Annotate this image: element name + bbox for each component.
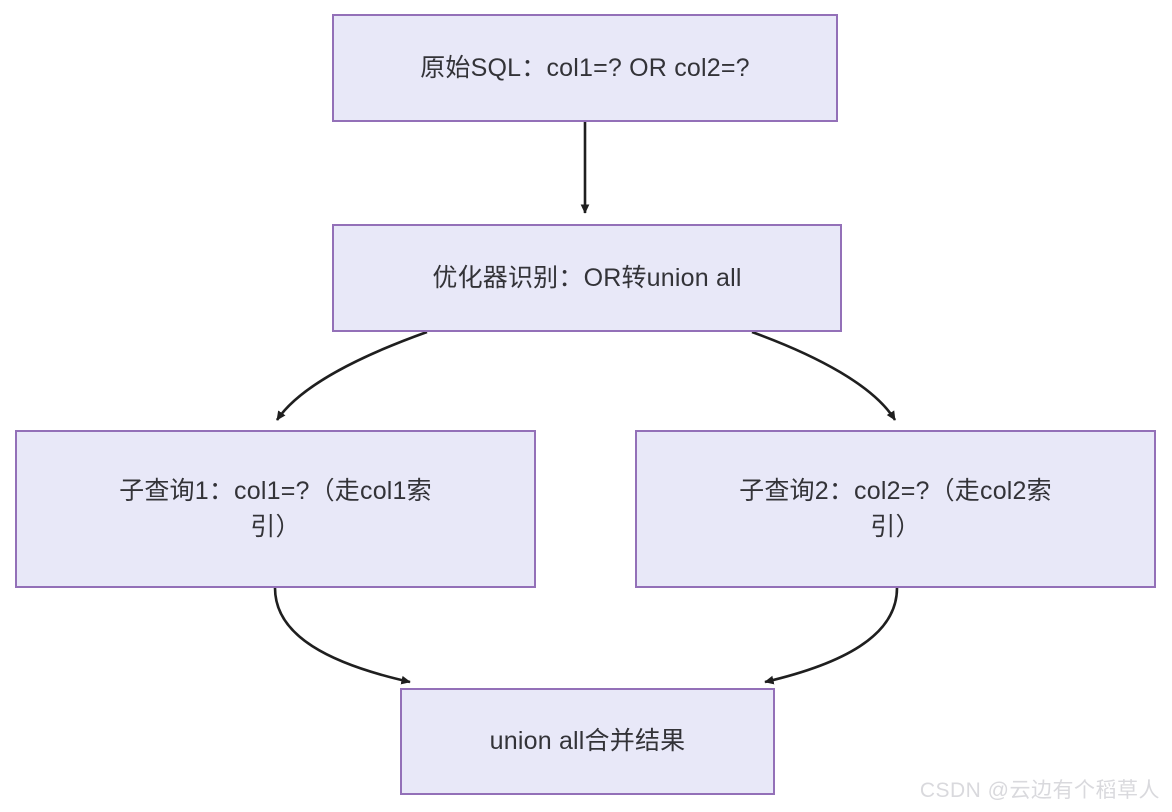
node-subquery-2[interactable]: 子查询2：col2=?（走col2索 引） <box>635 430 1156 588</box>
node-optimizer-label: 优化器识别：OR转union all <box>432 263 742 292</box>
node-subquery-2-label: 子查询2：col2=?（走col2索 引） <box>739 476 1052 541</box>
node-original-sql-label: 原始SQL：col1=? OR col2=? <box>420 53 750 82</box>
csdn-watermark: CSDN @云边有个稻草人 <box>919 779 1160 802</box>
node-union-all[interactable]: union all合并结果 <box>400 688 775 795</box>
edge-optimizer-to-subquery-2 <box>751 330 897 421</box>
edge-subquery-2-to-union-all <box>764 587 899 685</box>
node-subquery-1[interactable]: 子查询1：col1=?（走col1索 引） <box>15 430 536 588</box>
node-union-all-label: union all合并结果 <box>489 727 686 756</box>
node-original-sql[interactable]: 原始SQL：col1=? OR col2=? <box>332 14 838 122</box>
edge-optimizer-to-subquery-1 <box>275 330 428 421</box>
node-optimizer[interactable]: 优化器识别：OR转union all <box>332 224 842 332</box>
node-subquery-1-label: 子查询1：col1=?（走col1索 引） <box>119 476 432 541</box>
edge-subquery-1-to-union-all <box>273 587 411 685</box>
